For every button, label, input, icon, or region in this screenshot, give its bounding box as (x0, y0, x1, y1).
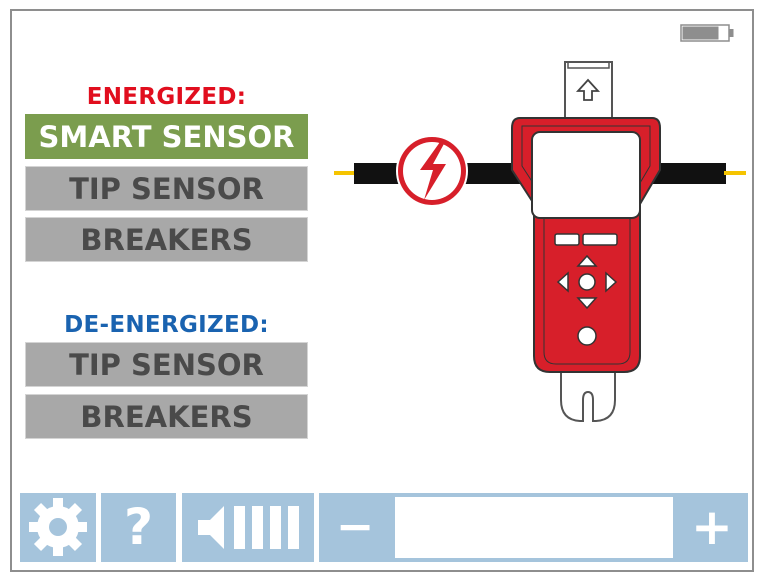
tester-body (511, 117, 661, 373)
energized-smart-sensor-button[interactable]: SMART SENSOR (25, 114, 308, 159)
tester-illustration (334, 61, 746, 422)
volume-bar (252, 506, 263, 549)
volume-bar (234, 506, 245, 549)
sensor-tip (564, 61, 613, 121)
volume-button[interactable] (182, 493, 314, 562)
deenergized-tip-sensor-button[interactable]: TIP SENSOR (25, 342, 308, 387)
settings-button[interactable] (20, 493, 96, 562)
energized-breakers-button[interactable]: BREAKERS (25, 217, 308, 262)
battery-icon (680, 24, 734, 42)
volume-increase-button[interactable]: + (691, 498, 733, 556)
speaker-icon (198, 506, 299, 549)
energized-title: ENERGIZED: (86, 84, 247, 110)
deenergized-breakers-button[interactable]: BREAKERS (25, 394, 308, 439)
energized-tip-sensor-button[interactable]: TIP SENSOR (25, 166, 308, 211)
deenergized-title: DE-ENERGIZED: (64, 312, 269, 338)
help-button[interactable]: ? (101, 493, 176, 562)
hook-tip (560, 367, 616, 422)
volume-level-field (395, 497, 673, 558)
volume-bar (270, 506, 281, 549)
volume-decrease-button[interactable]: − (335, 499, 375, 553)
volume-bar (288, 506, 299, 549)
lightning-bolt-icon (396, 135, 468, 207)
gear-icon (29, 498, 87, 556)
